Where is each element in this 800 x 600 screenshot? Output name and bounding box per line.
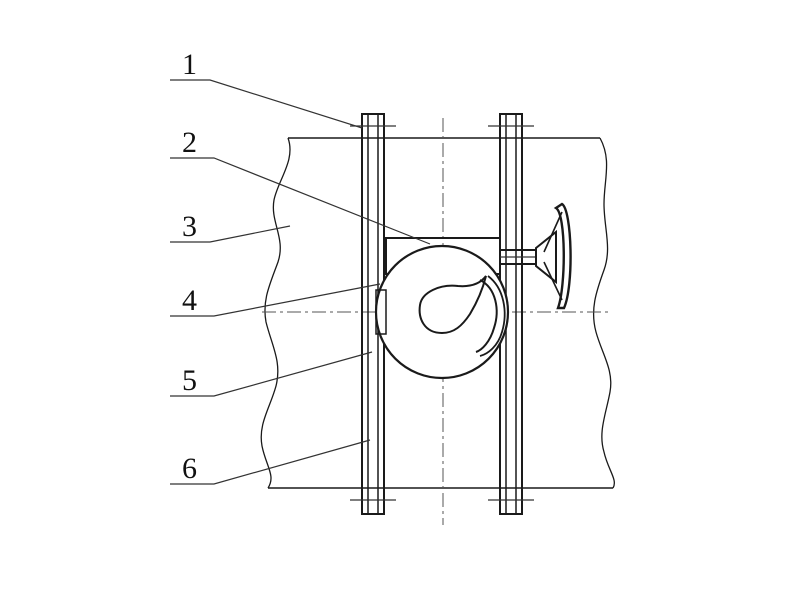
cam-curved-slot — [475, 279, 498, 353]
duct-left-break-line — [260, 137, 291, 489]
callout-label-1: 1 — [182, 48, 197, 81]
valve-left-lug — [375, 289, 387, 335]
handwheel-hub — [535, 229, 557, 285]
callout-label-4: 4 — [182, 284, 197, 317]
handwheel-spoke-bottom — [543, 261, 563, 301]
callout-label-5: 5 — [182, 364, 197, 397]
valve-disc — [374, 244, 510, 380]
leader-line-4 — [170, 283, 381, 317]
cam-curved-slot-inner — [479, 275, 506, 357]
callout-label-6: 6 — [182, 452, 197, 485]
handwheel-spoke-top — [543, 211, 563, 253]
leader-line-6 — [170, 439, 371, 485]
cam-teardrop — [418, 275, 487, 335]
leader-line-5 — [170, 351, 373, 397]
leader-lines — [170, 79, 431, 485]
handwheel-actuator — [499, 202, 572, 310]
valve-disc-circle — [374, 244, 510, 380]
leader-line-3 — [170, 225, 291, 243]
handwheel-rim — [553, 202, 572, 310]
duct-right-break-line — [592, 137, 615, 489]
leader-line-1 — [170, 79, 363, 129]
leader-line-2 — [170, 157, 431, 245]
duct-body — [260, 137, 615, 489]
callout-label-3: 3 — [182, 210, 197, 243]
callout-label-2: 2 — [182, 126, 197, 159]
callout-labels: 1 2 3 4 5 6 — [182, 48, 197, 485]
